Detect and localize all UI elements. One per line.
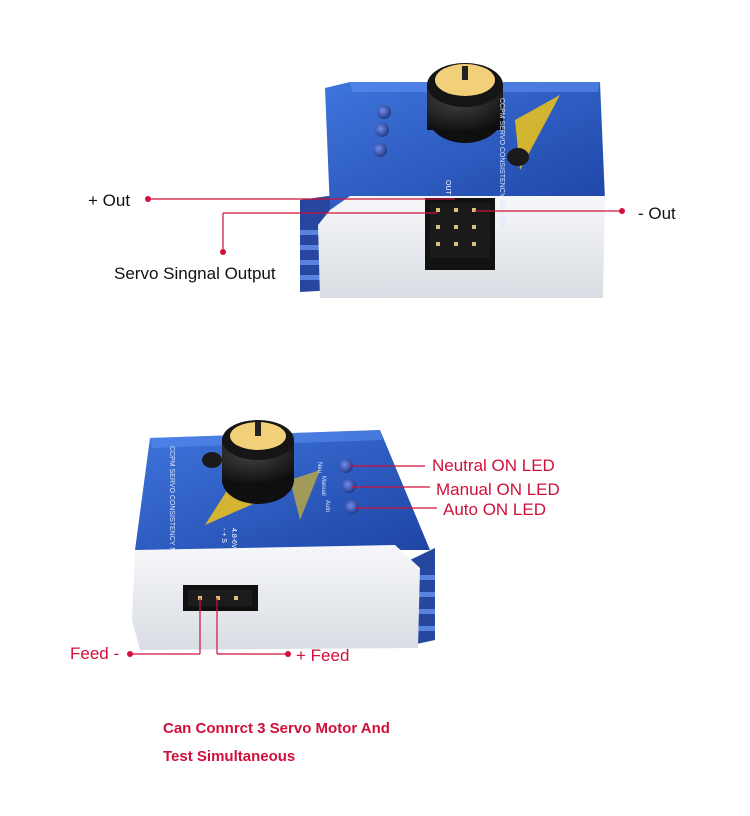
caption-line-2: Test Simultaneous <box>163 748 296 765</box>
label-manual-led: Manual ON LED <box>436 480 560 499</box>
bottom-printed-pins: - + S <box>220 528 227 543</box>
label-plus-out: + Out <box>88 191 131 210</box>
top-knob <box>427 63 503 143</box>
top-output-header <box>425 198 495 270</box>
bottom-printed-brand: CCPM SERVO CONSISTENCY MASTER <box>168 446 175 576</box>
top-callout-lines <box>145 196 625 255</box>
top-led-2 <box>375 123 389 137</box>
bottom-led-auto <box>345 500 359 514</box>
label-feed-minus: Feed - <box>70 644 120 663</box>
bottom-silver-face <box>132 545 420 650</box>
bottom-device: CCPM SERVO CONSISTENCY MASTER 4.8-6V - +… <box>127 420 437 657</box>
top-printed-brand: CCPM SERVO CONSISTENCY MASTER <box>498 98 505 228</box>
label-auto-led: Auto ON LED <box>443 500 546 519</box>
bottom-printed-led-auto: Auto <box>324 500 330 513</box>
bottom-mode-button <box>202 452 222 468</box>
bottom-printed-led-manual: Manual <box>320 476 326 496</box>
bottom-callout-lines <box>127 465 437 657</box>
label-feed-plus: + Feed <box>296 646 350 665</box>
top-led-3 <box>373 143 387 157</box>
top-mode-button <box>507 148 529 166</box>
bottom-feed-connector <box>183 585 258 611</box>
bottom-printed-voltage: 4.8-6V <box>230 528 237 549</box>
caption-line-1: Can Connrct 3 Servo Motor And <box>163 720 390 737</box>
top-printed-pins: OUT S + - <box>444 180 451 212</box>
label-minus-out: - Out <box>638 204 676 223</box>
top-device: CCPM SERVO CONSISTENCY MASTER OUT S + - <box>145 63 625 298</box>
label-servo-signal-output: Servo Singnal Output <box>114 264 276 283</box>
label-neutral-led: Neutral ON LED <box>432 456 555 475</box>
bottom-led-neutral <box>339 459 353 473</box>
bottom-knob <box>222 420 294 504</box>
bottom-led-manual <box>342 479 356 493</box>
bottom-printed-led-neu: Neu <box>316 462 322 473</box>
top-led-1 <box>377 105 391 119</box>
